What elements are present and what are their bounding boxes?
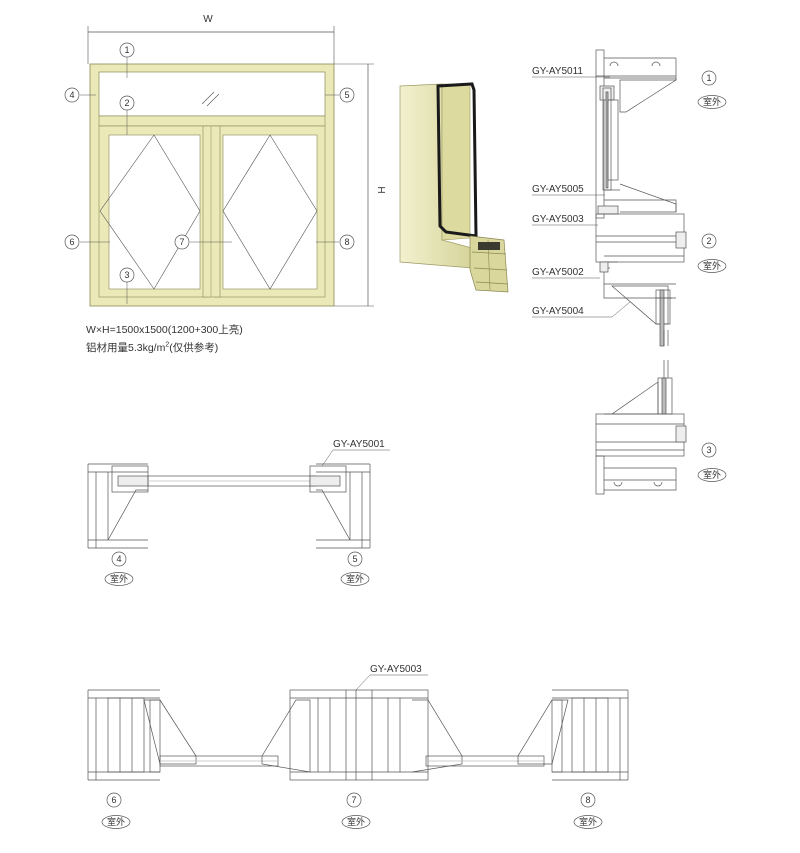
marker-3: 3 xyxy=(119,267,135,283)
exterior-badge-section-2: 室外 xyxy=(697,259,727,273)
marker-6: 6 xyxy=(64,234,80,250)
svg-text:室外: 室外 xyxy=(703,260,721,271)
svg-text:2: 2 xyxy=(706,236,711,246)
exterior-badge-section-8: 室外 xyxy=(573,815,603,829)
material-usage-note: (仅供参考) xyxy=(169,342,219,354)
svg-text:8: 8 xyxy=(585,795,590,805)
profile-label-gy-ay5003-vertical: GY-AY5003 xyxy=(532,214,584,225)
svg-text:4: 4 xyxy=(116,554,121,564)
svg-text:5: 5 xyxy=(352,554,357,564)
horizontal-section-4-5: GY-AY5001 4 室外 5 室外 xyxy=(87,439,390,586)
svg-text:室外: 室外 xyxy=(703,96,721,107)
marker-section-5: 5 xyxy=(347,551,363,567)
exterior-badge-section-5: 室外 xyxy=(340,572,370,586)
svg-text:室外: 室外 xyxy=(347,816,365,827)
material-usage-text: 铝材用量5.3kg/m xyxy=(86,342,166,354)
svg-text:6: 6 xyxy=(69,237,74,247)
profile-3d-section xyxy=(399,82,509,293)
exterior-badge-section-1: 室外 xyxy=(697,95,727,109)
svg-text:7: 7 xyxy=(351,795,356,805)
svg-text:1: 1 xyxy=(124,45,129,55)
marker-4: 4 xyxy=(64,87,80,103)
svg-text:6: 6 xyxy=(111,795,116,805)
exterior-badge-section-4: 室外 xyxy=(104,572,134,586)
marker-section-2: 2 xyxy=(701,233,717,249)
window-size-spec: W×H=1500x1500(1200+300上亮) xyxy=(86,324,243,336)
marker-section-4: 4 xyxy=(111,551,127,567)
marker-5: 5 xyxy=(339,87,355,103)
svg-text:室外: 室外 xyxy=(110,573,128,584)
window-elevation: W H xyxy=(64,14,386,307)
profile-label-gy-ay5003-horizontal: GY-AY5003 xyxy=(370,664,422,675)
svg-text:室外: 室外 xyxy=(346,573,364,584)
marker-7: 7 xyxy=(174,234,190,250)
marker-section-6: 6 xyxy=(106,792,122,808)
marker-1: 1 xyxy=(119,42,135,58)
material-usage-spec: 铝材用量5.3kg/m2(仅供参考) xyxy=(86,340,218,355)
svg-text:3: 3 xyxy=(706,445,711,455)
marker-8: 8 xyxy=(339,234,355,250)
material-usage-unit-exponent: 2 xyxy=(165,341,170,349)
svg-text:7: 7 xyxy=(179,237,184,247)
marker-section-1: 1 xyxy=(701,70,717,86)
profile-label-gy-ay5005: GY-AY5005 xyxy=(532,184,584,195)
svg-text:1: 1 xyxy=(706,73,711,83)
exterior-badge-section-7: 室外 xyxy=(341,815,371,829)
svg-text:2: 2 xyxy=(124,98,129,108)
svg-text:8: 8 xyxy=(344,237,349,247)
marker-2: 2 xyxy=(119,95,135,111)
profile-label-gy-ay5002: GY-AY5002 xyxy=(532,267,584,278)
marker-section-8: 8 xyxy=(580,792,596,808)
exterior-badge-section-6: 室外 xyxy=(101,815,131,829)
profile-label-gy-ay5004: GY-AY5004 xyxy=(532,306,584,317)
profile-label-gy-ay5011: GY-AY5011 xyxy=(532,66,583,77)
svg-text:室外: 室外 xyxy=(107,816,125,827)
svg-text:室外: 室外 xyxy=(579,816,597,827)
height-dimension-label: H xyxy=(375,186,386,193)
svg-text:4: 4 xyxy=(69,90,74,100)
marker-section-7: 7 xyxy=(346,792,362,808)
svg-text:5: 5 xyxy=(344,90,349,100)
exterior-badge-section-3: 室外 xyxy=(697,468,727,482)
svg-text:室外: 室外 xyxy=(703,469,721,480)
width-dimension-label: W xyxy=(203,14,213,25)
vertical-section-detail: GY-AY5011 GY-AY5005 GY-AY5003 GY-AY5002 … xyxy=(532,49,727,495)
horizontal-section-6-7-8: GY-AY5003 6 室外 7 室外 8 室外 xyxy=(87,664,629,829)
marker-section-3: 3 xyxy=(701,442,717,458)
profile-label-gy-ay5001: GY-AY5001 xyxy=(333,439,385,450)
svg-text:3: 3 xyxy=(124,270,129,280)
